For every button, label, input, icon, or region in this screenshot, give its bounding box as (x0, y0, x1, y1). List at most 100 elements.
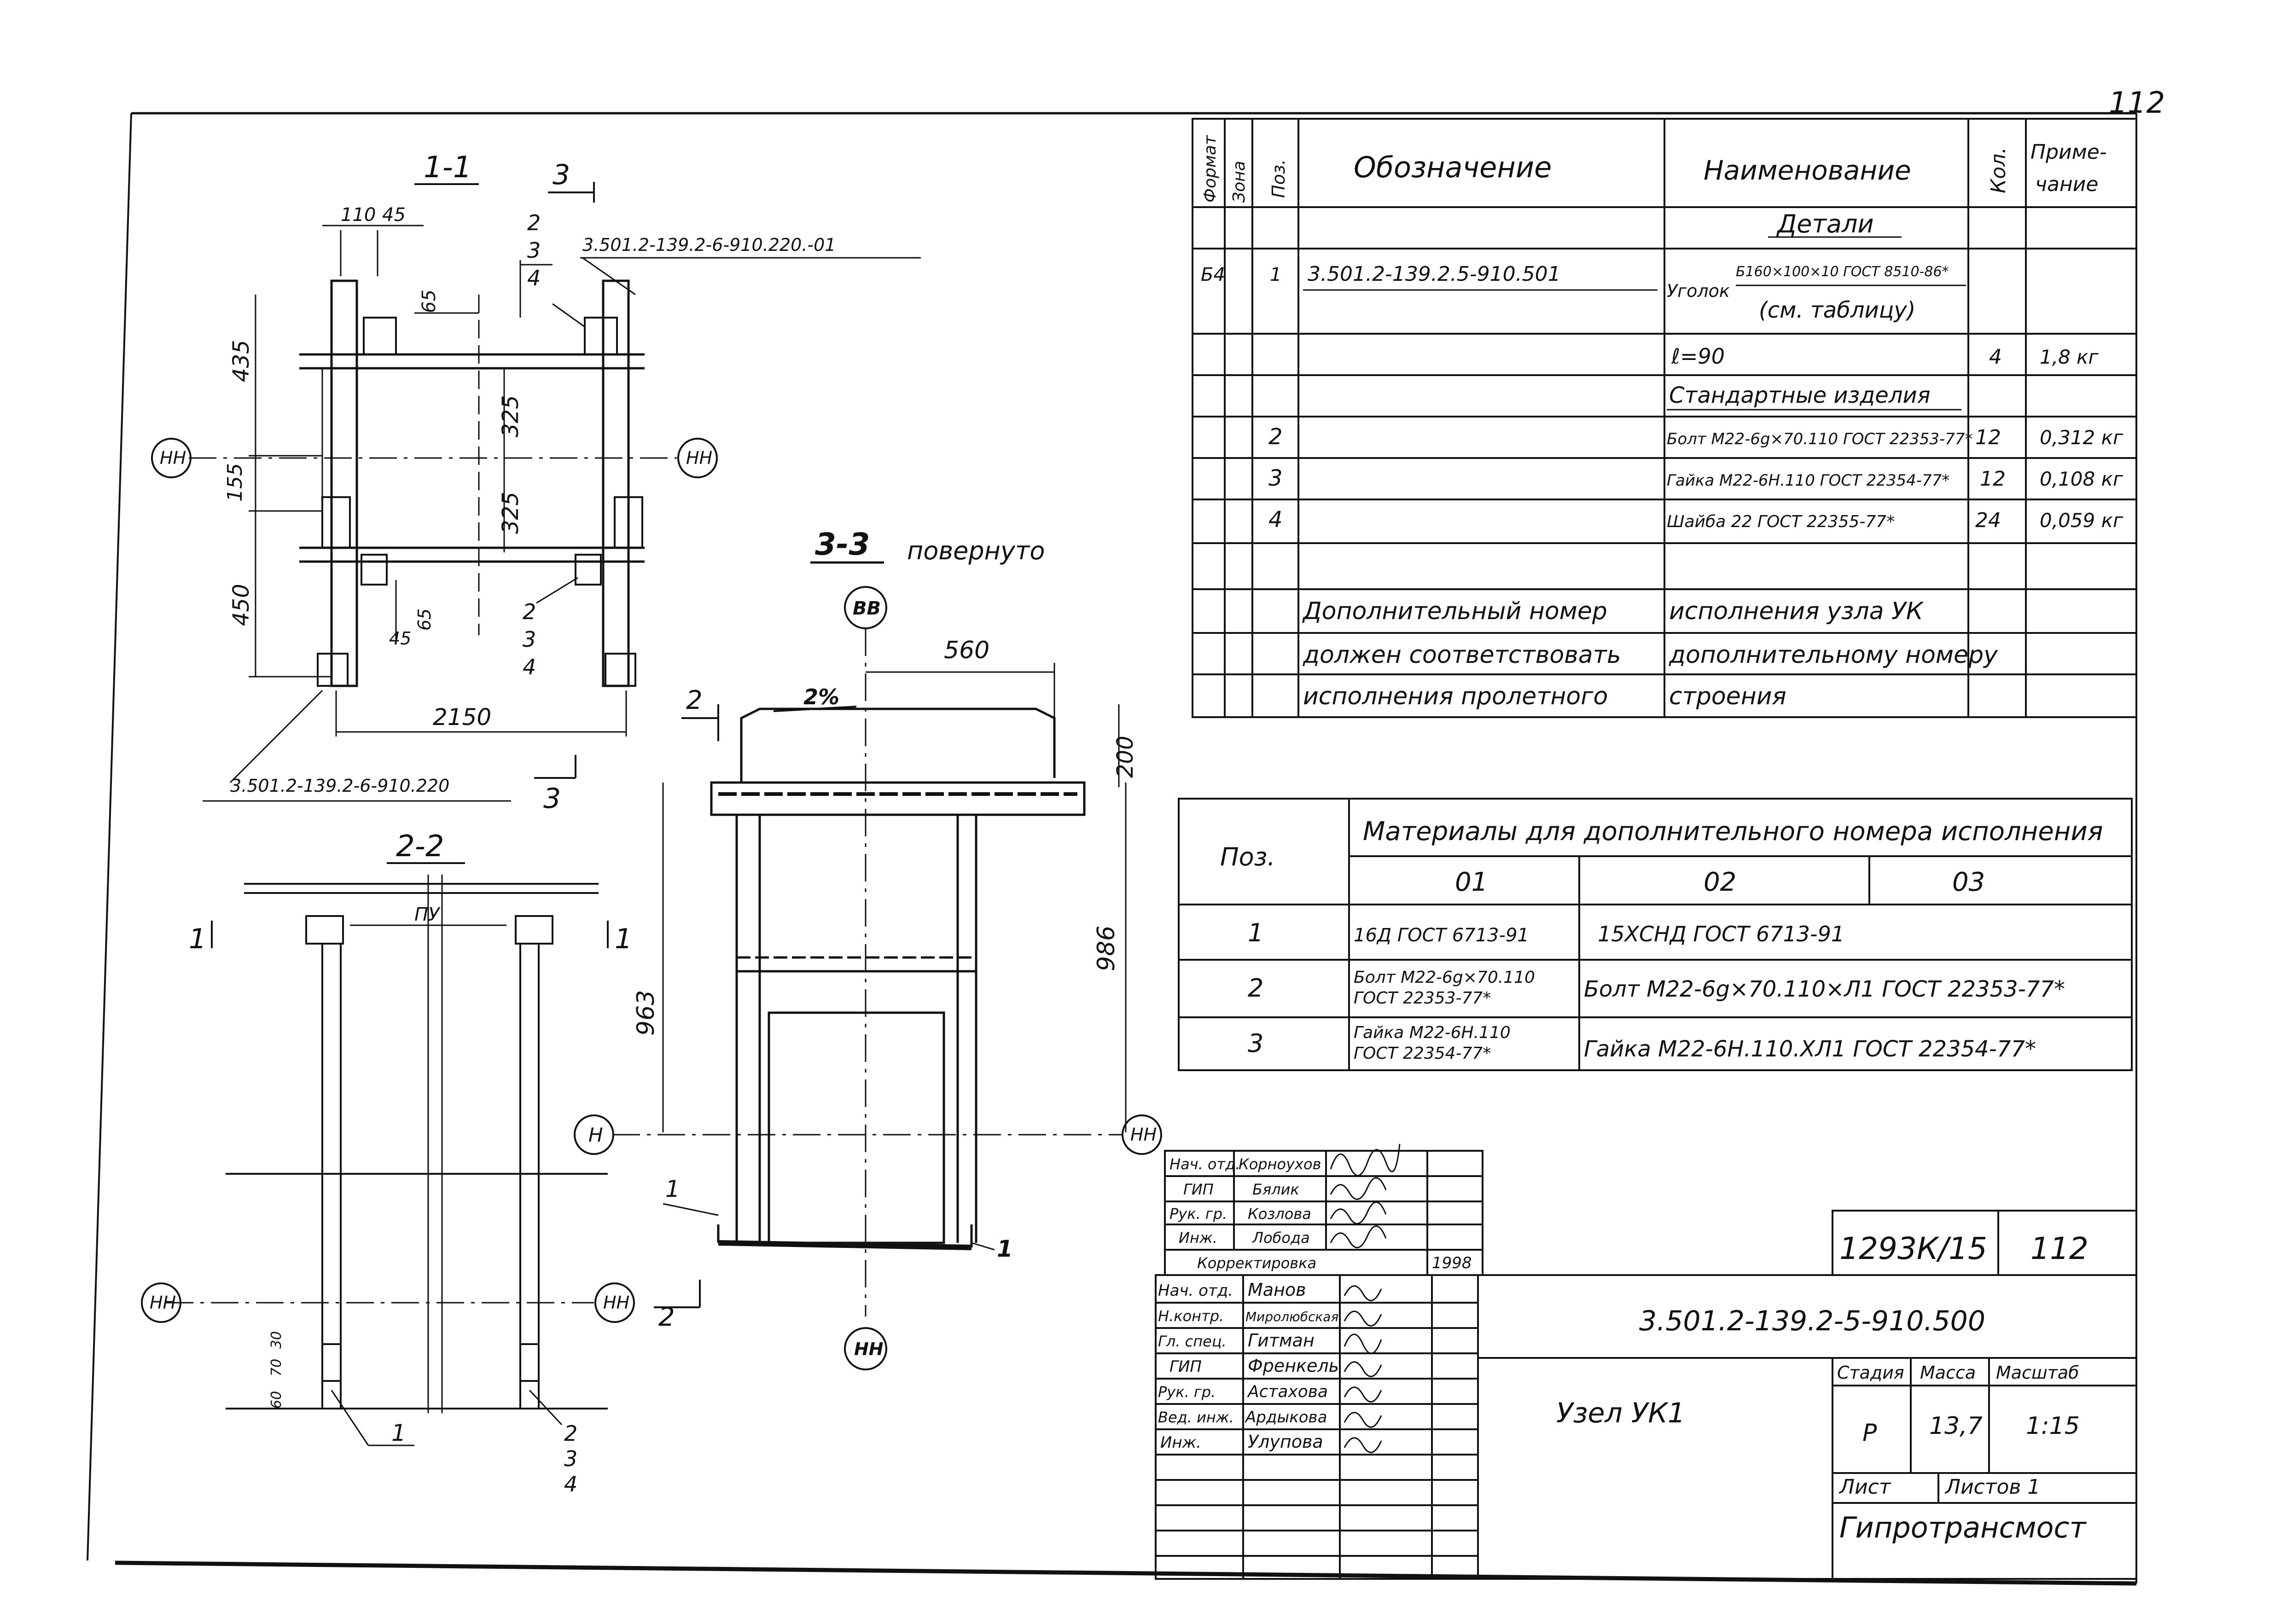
row5-note: 0,059 кг (2040, 509, 2123, 532)
mass-header: Масса (1920, 1363, 1976, 1383)
pos-1-33-left: 1 (665, 1176, 680, 1202)
dim-70: 70 (268, 1359, 285, 1376)
mat-row1-c01: 16Д ГОСТ 6713-91 (1354, 925, 1529, 946)
correction-label: Корректировка (1197, 1254, 1316, 1272)
scale-value: 1:15 (2026, 1412, 2080, 1440)
upper-role-1: Нач. отд. (1169, 1155, 1240, 1173)
remark-3b: строения (1669, 683, 1786, 710)
axis-marker-22-right (594, 1282, 635, 1323)
cut-1-right: 1 (615, 923, 632, 955)
remark-2b: дополнительному номеру (1669, 641, 1998, 669)
cut-3-top: 3 (553, 159, 570, 191)
row1-name-top: Б160×100×10 ГОСТ 8510-86* (1736, 264, 1949, 280)
materials-table: Материалы для дополнительного номера исп… (1178, 798, 2133, 1071)
dim-200: 200 (1112, 736, 1138, 778)
cut-2-top: 2 (686, 685, 703, 715)
specification-table: Формат Зона Поз. Обозначение Наименовани… (1192, 118, 2137, 718)
cut-3-bottom: 3 (543, 783, 561, 815)
dim-30: 30 (268, 1331, 285, 1349)
slope-label: 2% (803, 684, 839, 709)
lower-role-4: ГИП (1169, 1357, 1202, 1376)
dim-65-top: 65 (419, 290, 440, 313)
pos-3-mid: 3 (523, 627, 536, 652)
row5-qty: 24 (1975, 509, 2001, 532)
pos-3-top: 3 (527, 238, 541, 263)
lower-name-5: Астахова (1247, 1382, 1328, 1401)
mat-row2-c01a: Болт М22-6g×70.110 (1354, 968, 1535, 987)
axis-marker-right (677, 438, 718, 478)
sheet-number: 112 (2030, 1231, 2088, 1266)
pos-3-22: 3 (564, 1446, 577, 1471)
header-format: Формат (1201, 135, 1220, 203)
view-1-1-label: 1-1 (424, 151, 472, 185)
row5-pos: 4 (1268, 507, 1283, 533)
row2-note: 1,8 кг (2040, 346, 2099, 368)
header-designation: Обозначение (1354, 151, 1552, 184)
row5-name: Шайба 22 ГОСТ 22355-77* (1667, 512, 1895, 531)
row1-format: Б4 (1201, 264, 1225, 285)
axis-hh-33-bottom-label: НН (854, 1339, 884, 1359)
header-zone: Зона (1230, 161, 1249, 203)
mass-value: 13,7 (1929, 1412, 1983, 1440)
dim-110: 110 (341, 204, 376, 226)
scale-header: Масштаб (1996, 1363, 2079, 1383)
upper-name-1: Корноухов (1239, 1155, 1321, 1173)
axis-marker-33-bottom (844, 1327, 887, 1370)
axis-bb-label: ВВ (853, 598, 881, 619)
row1-name-prefix: Уголок (1667, 281, 1730, 301)
materials-col-01: 01 (1455, 867, 1488, 897)
stage-value: Р (1862, 1419, 1877, 1447)
row3-qty: 12 (1975, 426, 2001, 449)
view-3-3-label: 3-3 (815, 527, 870, 562)
lower-role-1: Нач. отд. (1158, 1282, 1233, 1300)
remark-1a: Дополнительный номер (1302, 597, 1607, 625)
dim-60: 60 (268, 1391, 285, 1409)
mat-row3-c0203: Гайка М22-6Н.110.ХЛ1 ГОСТ 22354-77* (1584, 1036, 2036, 1062)
remark-3a: исполнения пролетного (1303, 683, 1608, 710)
remark-2a: должен соответствовать (1303, 641, 1621, 669)
lower-name-2: Миролюбская (1245, 1309, 1338, 1324)
lower-name-4: Френкель (1248, 1356, 1339, 1376)
dim-155: 155 (223, 463, 247, 502)
view-2-2-label: 2-2 (396, 829, 444, 864)
row2-name: ℓ=90 (1671, 344, 1725, 369)
row4-note: 0,108 кг (2040, 468, 2123, 490)
dim-2150: 2150 (433, 704, 491, 731)
upper-role-2: ГИП (1183, 1181, 1214, 1198)
dim-450: 450 (228, 584, 254, 626)
pos-4-22: 4 (564, 1472, 577, 1496)
document-designation: 3.501.2-139.2-5-910.500 (1639, 1305, 1985, 1337)
materials-title: Материалы для дополнительного номера исп… (1363, 817, 2103, 847)
row3-pos: 2 (1268, 424, 1283, 450)
ref-drawing-top: 3.501.2-139.2-6-910.220.-01 (582, 235, 836, 255)
mat-row3-c01a: Гайка М22-6Н.110 (1354, 1023, 1511, 1042)
signatures-scribbles (1330, 1143, 1401, 1453)
drawing-code: 1293К/15 (1839, 1231, 1987, 1266)
dim-560: 560 (944, 637, 989, 664)
row3-note: 0,312 кг (2040, 426, 2123, 449)
dim-986: 986 (1093, 926, 1120, 971)
lower-name-1: Манов (1248, 1280, 1306, 1300)
lower-role-6: Вед. инж. (1158, 1409, 1234, 1426)
upper-name-4: Лобода (1252, 1229, 1310, 1247)
axis-marker-33-right (1122, 1114, 1162, 1155)
lower-role-3: Гл. спец. (1158, 1333, 1227, 1350)
mat-row1-c0203: 15ХСНД ГОСТ 6713-91 (1598, 922, 1844, 946)
section-standard: Стандартные изделия (1669, 383, 1931, 408)
lower-role-7: Инж. (1160, 1433, 1201, 1452)
dim-45-top: 45 (382, 204, 406, 226)
upper-role-4: Инж. (1179, 1229, 1217, 1247)
dim-963: 963 (632, 990, 660, 1036)
upper-role-3: Рук. гр. (1169, 1205, 1227, 1223)
axis-hh-22-right-label: НН (603, 1293, 629, 1313)
pos-2-22: 2 (564, 1421, 577, 1446)
lower-name-7: Улупова (1248, 1432, 1323, 1452)
header-qty: Кол. (1987, 147, 2010, 193)
materials-pos-header: Поз. (1220, 842, 1275, 871)
lower-name-3: Гитман (1248, 1330, 1315, 1351)
axis-hh-33-right-label: НН (1130, 1125, 1157, 1145)
correction-year: 1998 (1432, 1254, 1472, 1272)
lower-role-2: Н.контр. (1158, 1307, 1224, 1325)
axis-hh-right-label: НН (686, 448, 712, 468)
